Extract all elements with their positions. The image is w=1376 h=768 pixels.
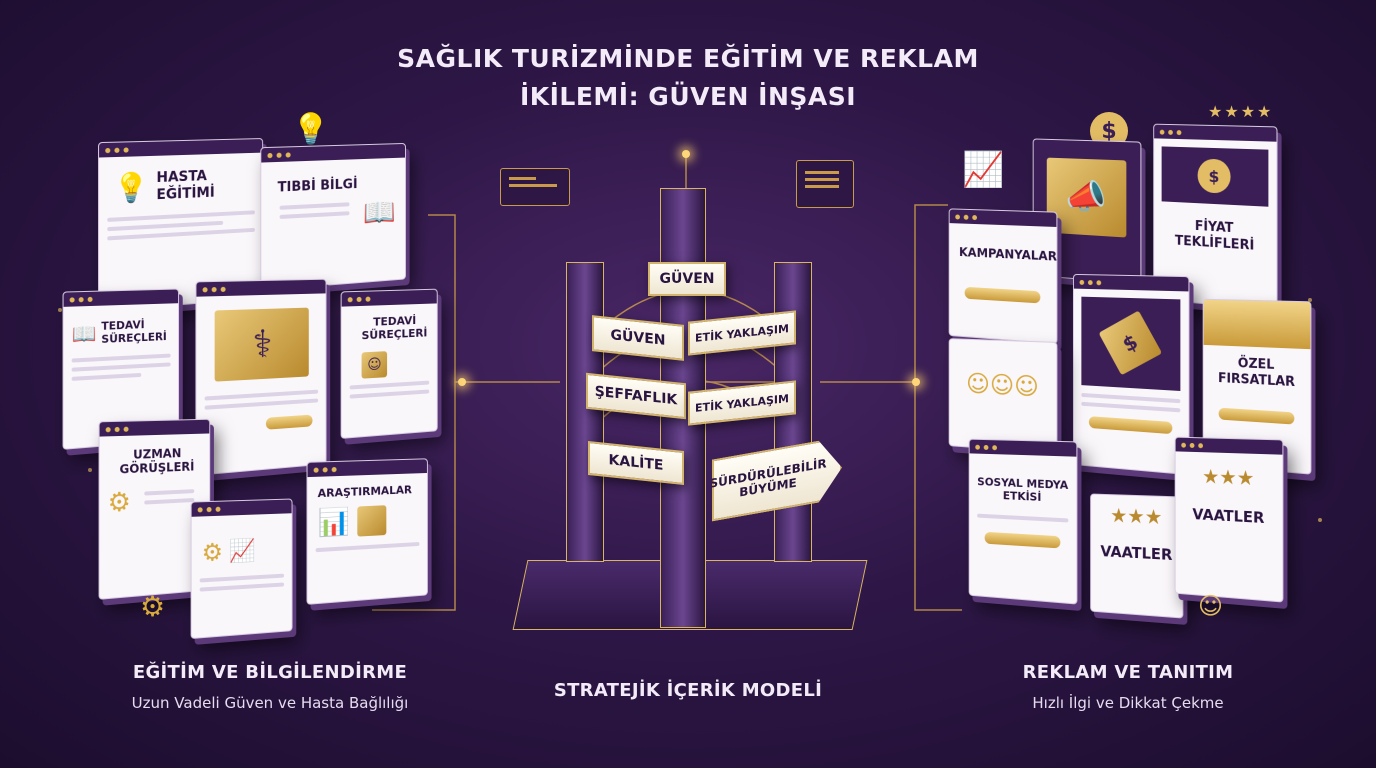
sign-guven-top: GÜVEN [648, 262, 726, 296]
gold-button [1088, 416, 1173, 435]
code-panel-right [796, 160, 854, 208]
center-heading: STRATEJİK İÇERİK MODELİ [553, 680, 823, 701]
left-subheading: Uzun Vadeli Güven ve Hasta Bağlılığı [131, 694, 409, 712]
network-icon [357, 505, 387, 537]
card-kampanyalar: KAMPANYALAR [948, 208, 1058, 345]
lightbulb-icon: 💡 [113, 170, 149, 206]
card-label: VAATLER [1100, 542, 1173, 565]
card-label: FİYAT TEKLİFLERİ [1174, 218, 1255, 254]
gold-button [984, 532, 1061, 549]
card-label: KAMPANYALAR [959, 245, 1057, 264]
megaphone-icon: 📣 [1046, 157, 1127, 238]
card-label: VAATLER [1192, 505, 1265, 528]
gold-button [265, 414, 313, 430]
card-sosyal-medya: SOSYAL MEDYA ETKİSİ [968, 438, 1078, 605]
stethoscope-icon: ⚕ [214, 307, 309, 382]
glow-dot-right [912, 378, 920, 386]
card-price-tag: $ [1072, 273, 1190, 476]
card-label: TEDAVİ SÜREÇLERİ [101, 318, 167, 347]
card-tibbi-bilgi: TIBBİ BİLGİ 📖 [260, 142, 406, 291]
glow-dot-left [458, 378, 466, 386]
page-title-line1: SAĞLIK TURİZMİNDE EĞİTİM VE REKLAM [397, 44, 979, 73]
dollar-badge-icon: $ [1161, 146, 1269, 207]
bar-chart-icon: 📈 [962, 150, 1005, 190]
price-tag-icon: $ [1081, 296, 1181, 391]
gold-button [1218, 407, 1295, 425]
gear-icon: ⚙ [201, 537, 223, 568]
gear-icon: ⚙ [107, 486, 131, 519]
card-stethoscope: ⚕ [195, 278, 327, 476]
card-gear-chart: ⚙ 📈 [190, 498, 293, 640]
left-heading: EĞİTİM VE BİLGİLENDİRME [132, 662, 408, 683]
card-vaatler-1: ★★★ VAATLER [1090, 493, 1184, 619]
card-smileys: ☺☺☺ [948, 338, 1058, 455]
star-icon: ★★★ [1110, 503, 1163, 530]
card-tedavi-surecleri-2: TEDAVİ SÜREÇLERİ ☺ [340, 288, 438, 439]
card-label: ÖZEL FIRSATLAR [1218, 356, 1296, 390]
ribbon-header [1203, 299, 1311, 350]
star-icon: ★★★ [1202, 464, 1255, 491]
smiley-icon: ☺ [1198, 592, 1224, 620]
page-title-line2: İKİLEMİ: GÜVEN İNŞASI [519, 82, 857, 111]
card-label: HASTA EĞİTİMİ [156, 168, 215, 204]
pillar-left [566, 262, 604, 562]
card-label: TEDAVİ SÜREÇLERİ [361, 314, 428, 343]
card-label: SOSYAL MEDYA ETKİSİ [977, 475, 1069, 505]
person-icon: ☺ [361, 351, 388, 380]
right-subheading: Hızlı İlgi ve Dikkat Çekme [1032, 694, 1224, 712]
bar-chart-icon: 📈 [228, 537, 256, 565]
book-icon: 📖 [362, 194, 396, 229]
card-vaatler-2: ★★★ VAATLER [1174, 436, 1284, 603]
glow-dot-top [682, 150, 690, 158]
bar-chart-icon: 📊 [317, 507, 350, 540]
right-heading: REKLAM VE TANITIM [1022, 662, 1234, 683]
lightbulb-icon: 💡 [292, 112, 330, 147]
star-icon: ★★★★ [1208, 102, 1274, 121]
code-panel-left [500, 168, 570, 206]
gold-button [964, 287, 1041, 304]
gear-icon: ⚙ [140, 590, 166, 623]
card-label: UZMAN GÖRÜŞLERİ [119, 446, 195, 477]
card-arastirmalar: ARAŞTIRMALAR 📊 [306, 458, 428, 605]
smiley-icon: ☺☺☺ [966, 369, 1039, 402]
book-icon: 📖 [71, 321, 97, 347]
